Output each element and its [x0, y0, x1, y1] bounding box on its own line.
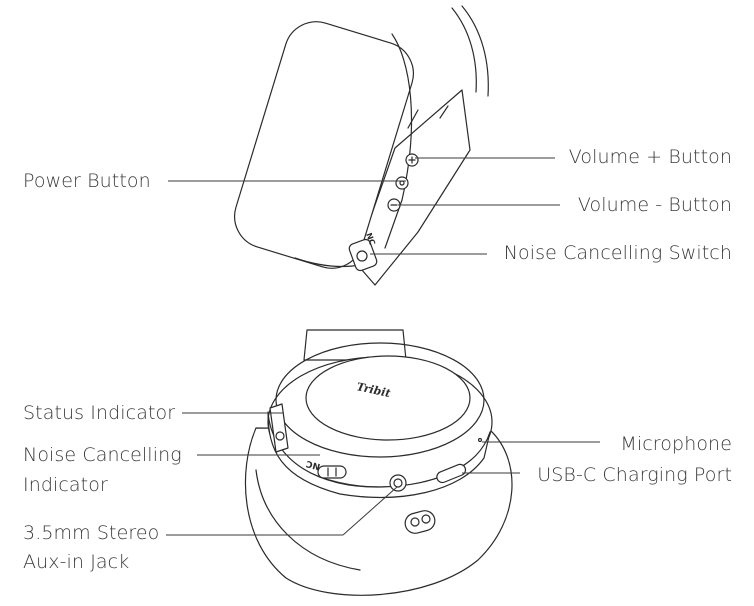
- nc-marking-top: NC: [364, 232, 377, 247]
- label-aux-jack-line2: Aux-in Jack: [23, 551, 130, 573]
- label-nc-indicator-line2: Indicator: [23, 474, 108, 496]
- label-nc-indicator-line1: Noise Cancelling: [23, 444, 182, 466]
- label-volume-up-button: Volume + Button: [568, 146, 732, 168]
- label-power-button: Power Button: [23, 170, 151, 192]
- leader-lines: [166, 157, 600, 536]
- nc-marking-bottom: NC: [305, 458, 322, 471]
- label-usb-c-port: USB-C Charging Port: [537, 464, 732, 486]
- label-status-indicator: Status Indicator: [23, 402, 176, 424]
- label-volume-down-button: Volume - Button: [577, 194, 732, 216]
- label-aux-jack-line1: 3.5mm Stereo: [23, 522, 160, 544]
- label-nc-switch: Noise Cancelling Switch: [503, 242, 732, 264]
- bottom-headphone-illustration: Tribit NC: [244, 329, 513, 596]
- top-headphone-illustration: NC: [234, 5, 489, 286]
- label-microphone: Microphone: [620, 433, 732, 455]
- leader-aux-diag: [342, 486, 398, 536]
